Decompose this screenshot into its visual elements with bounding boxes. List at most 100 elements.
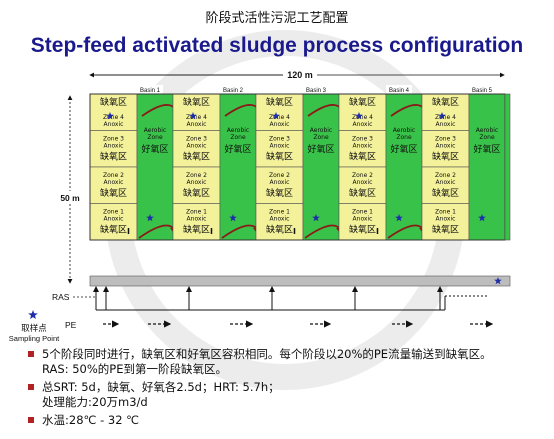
zone-name: Zone 3 (352, 136, 373, 143)
notes-list: 5个阶段同时进行，缺氧区和好氧区容积相同。每个阶段以20%的PE流量输送到缺氧区… (28, 347, 548, 431)
aerobic-zone-label: 好氧区 (307, 143, 334, 155)
bullet-square-icon (28, 417, 34, 423)
width-label: 50 m (60, 193, 80, 203)
anoxic-zone-label: 缺氧区 (100, 224, 127, 236)
note-line: 处理能力:20万m3/d (42, 395, 148, 409)
note-item: 水温:28℃ - 32 ℃ (28, 413, 548, 428)
zone-name: Zone 1 (435, 209, 456, 216)
zone-name: Anoxic (104, 143, 124, 150)
anoxic-zone (255, 166, 304, 204)
anoxic-zone (89, 130, 138, 168)
aerobic-zone-name: Zone (479, 134, 495, 141)
anoxic-zone-label: 缺氧区 (183, 96, 210, 108)
basin-label-bg (220, 85, 246, 94)
sampling-star-icon (494, 277, 502, 285)
zone-name: Zone 4 (269, 114, 290, 121)
aerobic-zone-label: 好氧区 (473, 143, 500, 155)
zone-name: Zone 1 (186, 209, 207, 216)
aerobic-zone-name: Aerobic (476, 127, 498, 134)
sampling-star-icon (355, 112, 363, 120)
zone-name: Anoxic (353, 121, 373, 128)
sampling-star-icon (395, 214, 403, 222)
note-line: RAS: 50%的PE到第一阶段缺氧区。 (42, 362, 227, 376)
anoxic-zone (255, 203, 304, 241)
sampling-star-icon (272, 112, 280, 120)
zone-name: Anoxic (353, 216, 373, 223)
anoxic-zone-label: 缺氧区 (266, 151, 293, 163)
basin-label: Basin 4 (389, 88, 410, 94)
anoxic-zone-label: 缺氧区 (100, 187, 127, 199)
zone-name: Anoxic (104, 216, 124, 223)
sampling-star-icon (146, 214, 154, 222)
aerobic-zone (385, 93, 423, 241)
note-item: 5个阶段同时进行，缺氧区和好氧区容积相同。每个阶段以20%的PE流量输送到缺氧区… (28, 347, 548, 377)
sampling-star-icon (28, 310, 38, 319)
aerobic-zone (468, 93, 506, 241)
mixer-icon: I (376, 227, 379, 236)
anoxic-zone (89, 166, 138, 204)
sampling-legend-cn: 取样点 (21, 323, 47, 334)
sampling-star-icon (438, 112, 446, 120)
zone-name: Anoxic (187, 143, 207, 150)
sampling-star-icon (312, 214, 320, 222)
anoxic-zone-label: 缺氧区 (349, 187, 376, 199)
zone-name: Zone 2 (103, 172, 124, 179)
sampling-legend-en: Sampling Point (9, 334, 60, 343)
basin-label-bg (386, 85, 412, 94)
aerobic-zone-name: Zone (147, 134, 163, 141)
aerobic-zone-name: Aerobic (393, 127, 415, 134)
anoxic-zone-label: 缺氧区 (349, 224, 376, 236)
aerobic-zone-label: 好氧区 (141, 143, 168, 155)
anoxic-zone-label: 缺氧区 (183, 224, 210, 236)
basin-label-bg (137, 85, 163, 94)
anoxic-zone (338, 93, 387, 131)
zone-name: Anoxic (270, 143, 290, 150)
anoxic-zone-label: 缺氧区 (349, 96, 376, 108)
basin-label: Basin 5 (472, 88, 493, 94)
zone-name: Anoxic (270, 216, 290, 223)
anoxic-zone-label: 缺氧区 (266, 187, 293, 199)
zone-name: Anoxic (353, 179, 373, 186)
mixer-icon: I (210, 227, 213, 236)
basin-label-bg (469, 85, 495, 94)
aerobic-zone-name: Aerobic (144, 127, 166, 134)
zone-name: Zone 4 (186, 114, 207, 121)
zone-name: Zone 4 (435, 114, 456, 121)
mixer-icon: I (293, 227, 296, 236)
zone-name: Zone 4 (103, 114, 124, 121)
zone-name: Anoxic (436, 121, 456, 128)
aerobic-zone (302, 93, 340, 241)
feed-channel (89, 275, 511, 287)
aerobic-zone-name: Zone (230, 134, 246, 141)
zone-name: Anoxic (436, 179, 456, 186)
sampling-star-icon (478, 214, 486, 222)
anoxic-zone-label: 缺氧区 (349, 151, 376, 163)
mixer-icon: I (127, 227, 130, 236)
anoxic-zone-label: 缺氧区 (183, 151, 210, 163)
zone-name: Zone 3 (186, 136, 207, 143)
zone-name: Zone 2 (352, 172, 373, 179)
basin-label: Basin 1 (140, 88, 161, 94)
zone-name: Anoxic (187, 216, 207, 223)
length-label: 120 m (287, 70, 313, 80)
anoxic-zone (172, 166, 221, 204)
zone-name: Anoxic (104, 121, 124, 128)
anoxic-zone (421, 93, 470, 131)
zone-name: Zone 4 (352, 114, 373, 121)
pe-label: PE (65, 320, 77, 330)
zone-name: Zone 1 (269, 209, 290, 216)
anoxic-zone (172, 130, 221, 168)
zone-name: Zone 2 (186, 172, 207, 179)
anoxic-zone-label: 缺氧区 (266, 96, 293, 108)
basin-label-bg (303, 85, 329, 94)
zone-name: Anoxic (187, 121, 207, 128)
anoxic-zone (255, 93, 304, 131)
aerobic-zone-label: 好氧区 (224, 143, 251, 155)
zone-name: Zone 1 (352, 209, 373, 216)
aerobic-zone-label: 好氧区 (390, 143, 417, 155)
anoxic-zone-label: 缺氧区 (266, 224, 293, 236)
anoxic-zone-label: 缺氧区 (432, 151, 459, 163)
title-english: Step-feed activated sludge process confi… (30, 34, 524, 57)
ras-label: RAS (52, 292, 70, 302)
